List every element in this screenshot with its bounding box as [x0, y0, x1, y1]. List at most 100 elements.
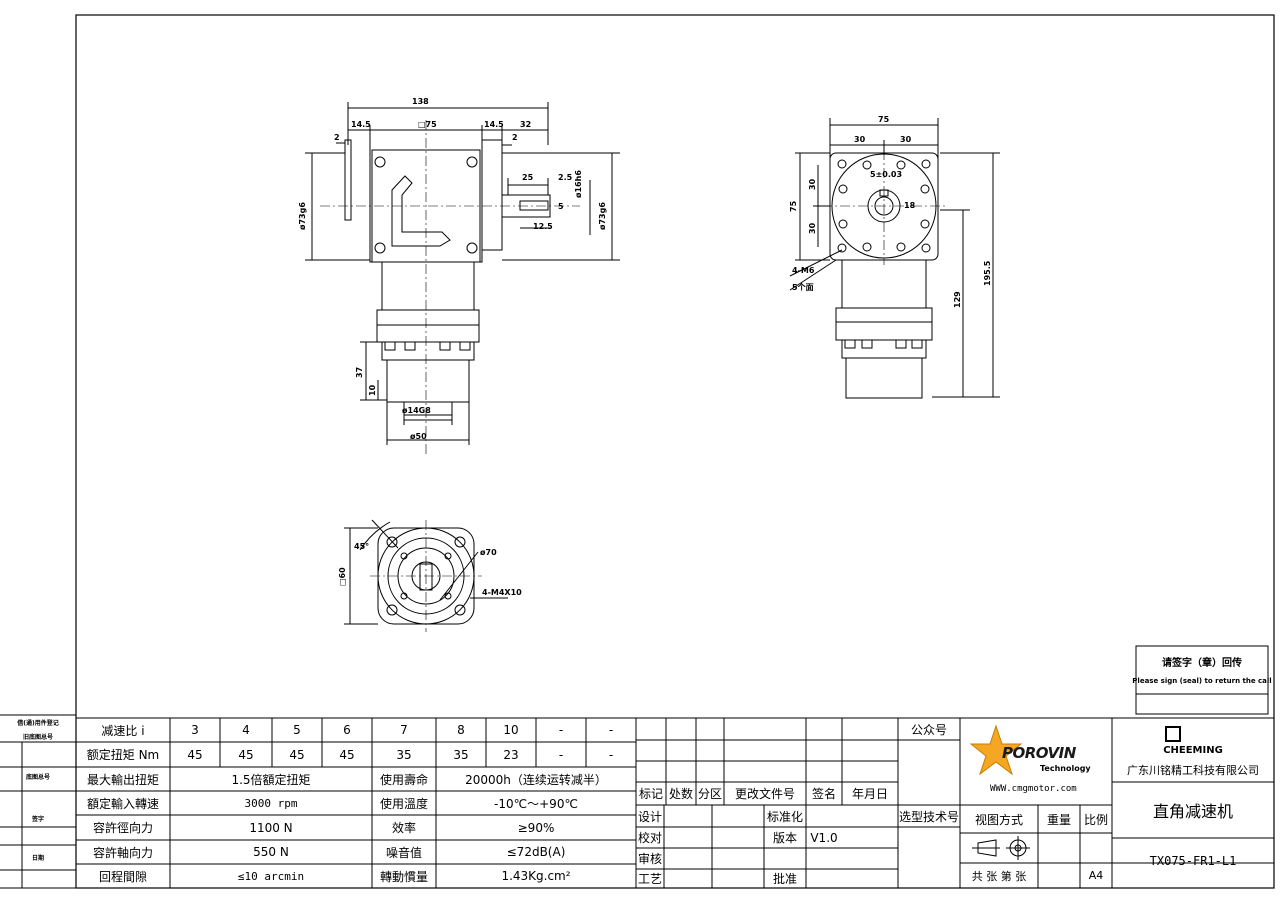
rev-check: 校对: [638, 831, 663, 845]
torque-2: 45: [289, 747, 305, 762]
spec-label-2: 容許徑向力: [92, 821, 153, 835]
dim-side-height-left: 75: [789, 200, 798, 212]
rev-craft: 工艺: [638, 872, 663, 886]
spec-value-4: ≤10 arcmin: [237, 869, 305, 883]
dim-bottom-angle: 45°: [354, 542, 370, 551]
ratio-1: 4: [242, 723, 250, 737]
side-view: [789, 118, 1000, 399]
dim-key-offset: 2.5: [558, 173, 573, 182]
dim-side-holes: 4-M6: [792, 266, 815, 275]
rev-header-1: 处数: [668, 787, 693, 801]
spec-label2-4: 轉動慣量: [379, 869, 428, 884]
dim-flange-left: 14.5: [351, 120, 371, 129]
dim-input-bore: ø14G8: [402, 406, 431, 415]
dim-bottom-holes: 4-M4X10: [482, 588, 522, 597]
return-title: 请签字（章）回传: [1162, 657, 1242, 669]
rev-header-5: 年月日: [851, 787, 888, 801]
dim-left-step: 2: [334, 133, 340, 142]
side-label-3: 签字: [31, 815, 44, 823]
dim-flange-right: 14.5: [484, 120, 504, 129]
company-name: 广东川铭精工科技有限公司: [1127, 764, 1259, 777]
porovin-sub: Technology: [1040, 764, 1091, 773]
torque-5: 35: [453, 747, 469, 762]
spec-value2-0: 20000h（连续运转减半）: [465, 772, 607, 787]
ratio-2: 5: [293, 723, 301, 737]
dim-shaft-dia: ø16h6: [574, 170, 583, 198]
spec-value2-2: ≥90%: [517, 820, 555, 835]
dim-side-half-b: 30: [900, 135, 912, 144]
dim-side-key-note: 5±0.03: [870, 170, 903, 179]
dim-side-v-b: 30: [808, 222, 817, 234]
side-label-1: 旧底图总号: [22, 733, 53, 741]
spec-label2-2: 效率: [391, 821, 416, 835]
scale-label: 比例: [1083, 812, 1108, 827]
spec-value-0: 1.5倍額定扭矩: [231, 772, 311, 787]
front-view: [305, 102, 620, 455]
rev-design: 设计: [638, 809, 663, 824]
spec-label-1: 額定輸入轉速: [86, 796, 159, 811]
spec-value-1: 3000 rpm: [244, 796, 298, 810]
spec-label-4: 回程間隙: [98, 869, 147, 884]
spec-value2-4: 1.43Kg.cm²: [501, 869, 571, 883]
dim-key-height: 5: [558, 202, 564, 211]
spec-label-0: 最大輸出扭矩: [86, 772, 159, 787]
spec-value2-3: ≤72dB(A): [506, 845, 566, 859]
rev-header-4: 签名: [811, 787, 836, 801]
rev-review: 审核: [638, 852, 663, 866]
cheeming-logo-text: CHEEMING: [1163, 744, 1223, 756]
dim-right-step: 2: [512, 133, 518, 142]
return-box: [1135, 645, 1269, 715]
bottom-view: [344, 519, 508, 632]
rev-approve: 批准: [772, 872, 797, 886]
rev-header-2: 分区: [697, 787, 722, 801]
sheets-label: 共 张 第 张: [971, 869, 1027, 883]
rev-header-3: 更改文件号: [734, 787, 795, 801]
dim-key-length: 25: [522, 173, 534, 182]
spec-label-3: 容許軸向力: [92, 845, 153, 860]
dim-side-shaft-ref: 18: [904, 201, 916, 210]
ratio-7: -: [558, 723, 564, 737]
return-subtitle: Please sign (seal) to return the call: [1132, 677, 1272, 685]
website: WWW.cmgmotor.com: [990, 784, 1077, 794]
spec-label2-3: 噪音值: [385, 845, 422, 860]
side-label-2: 底图总号: [25, 773, 50, 781]
ratio-label: 减速比 i: [101, 723, 145, 738]
dim-shaft-length: 32: [520, 120, 532, 129]
model-number: TX075-FR1-L1: [1149, 854, 1237, 868]
side-label-0: 借(通)用件登记: [17, 719, 59, 727]
torque-label: 额定扭矩 Nm: [86, 748, 160, 762]
ratio-3: 6: [343, 723, 351, 737]
dim-overall-width: 138: [412, 97, 429, 106]
rev-header-0: 标记: [638, 787, 663, 801]
spec-label2-1: 使用溫度: [379, 796, 428, 811]
paper-size: A4: [1088, 869, 1104, 882]
dim-bottom-square: □60: [338, 567, 347, 586]
public-no-label: 公众号: [910, 722, 947, 737]
dim-key-width-small: 12.5: [533, 222, 553, 231]
rev-standard: 标准化: [766, 809, 803, 824]
weight-label: 重量: [1046, 812, 1071, 827]
ratio-5: 8: [457, 723, 465, 737]
dim-side-v-a: 30: [808, 178, 817, 190]
dim-input-pilot: ø50: [410, 432, 427, 441]
torque-4: 35: [396, 747, 412, 762]
spec-value2-1: -10℃～+90℃: [494, 796, 578, 811]
spec-value-3: 550 N: [253, 845, 289, 859]
table-grid: [0, 717, 1275, 889]
ratio-4: 7: [400, 723, 408, 737]
torque-8: -: [608, 747, 614, 762]
dim-side-depth: 5个面: [792, 283, 814, 292]
dim-input-step: 10: [368, 384, 377, 396]
side-label-4: 日期: [31, 854, 44, 862]
torque-0: 45: [187, 747, 203, 762]
torque-7: -: [558, 747, 564, 762]
rev-version-label: 版本: [772, 831, 797, 845]
dim-input-length: 37: [355, 366, 364, 378]
dim-side-width: 75: [878, 115, 890, 124]
dim-side-half-a: 30: [854, 135, 866, 144]
ratio-8: -: [608, 723, 614, 737]
spec-value-2: 1100 N: [249, 820, 293, 835]
spec-label2-0: 使用壽命: [379, 772, 428, 787]
dim-pilot-left: ø73g6: [298, 202, 307, 230]
